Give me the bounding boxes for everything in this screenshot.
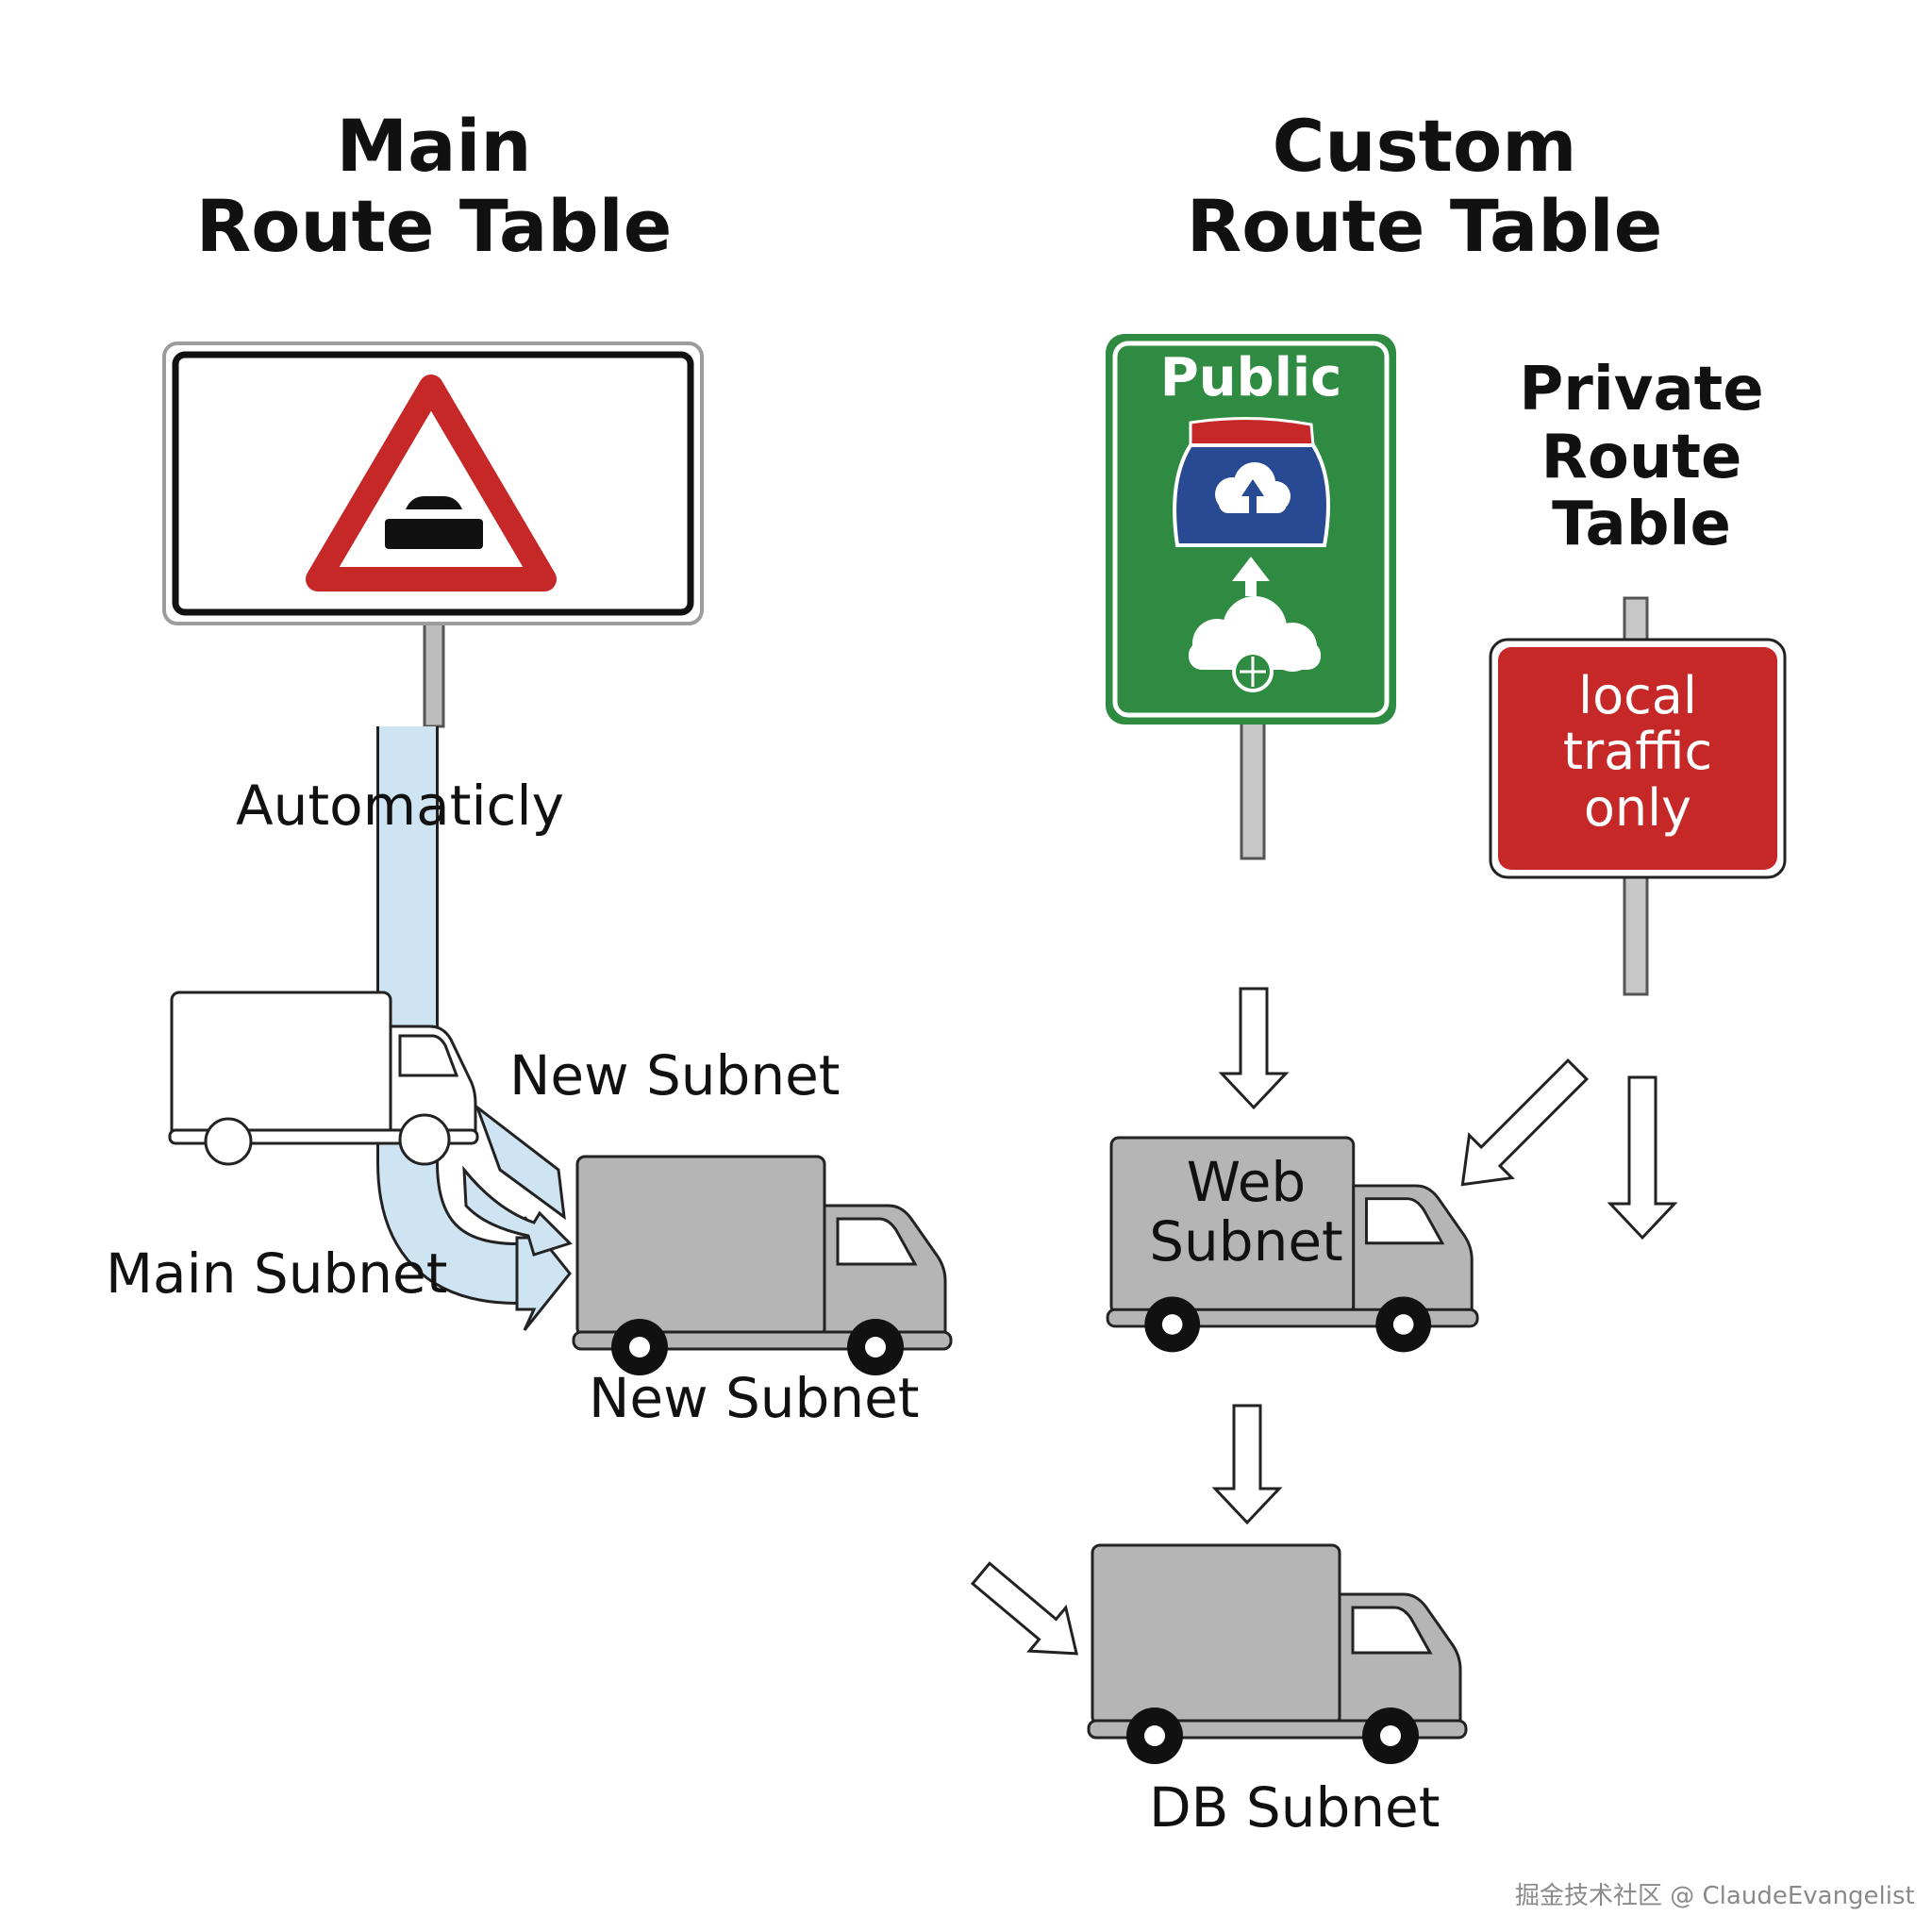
watermark: 掘金技术社区 @ ClaudeEvangelist <box>1515 1882 1915 1910</box>
custom-route-table-title: Custom Route Table <box>1186 104 1663 269</box>
interstate-shield-icon <box>1173 416 1330 547</box>
web-subnet-label: Web Subnet <box>1149 1150 1343 1274</box>
main-subnet-truck <box>168 991 479 1166</box>
arrow-down-web-to-db <box>1211 1404 1283 1525</box>
main-subnet-label: Main Subnet <box>106 1241 448 1306</box>
main-route-sign <box>162 341 704 728</box>
warning-triangle-car-icon <box>306 375 557 591</box>
arrow-diagonal-to-db <box>970 1561 1079 1656</box>
cloud-upload-icon <box>1215 462 1291 528</box>
automatic-flow-band <box>376 726 573 1331</box>
private-route-sign <box>1489 596 1787 996</box>
arrow-diagonal-private-to-web <box>1460 1058 1590 1187</box>
db-subnet-truck <box>1087 1543 1468 1766</box>
public-sign-text: Public <box>1159 347 1342 408</box>
db-subnet-label: DB Subnet <box>1149 1775 1441 1840</box>
private-sign-text: local traffic only <box>1562 666 1713 838</box>
main-route-table-title: Main Route Table <box>195 104 673 269</box>
new-subnet-label-lower: New Subnet <box>589 1366 920 1430</box>
new-subnet-label-upper: New Subnet <box>509 1043 841 1108</box>
private-route-table-title: Private Route Table <box>1519 355 1764 560</box>
public-route-sign <box>1106 334 1396 860</box>
arrow-down-private <box>1607 1075 1678 1241</box>
cloud-globe-icon <box>1189 596 1321 692</box>
automatically-label: Automaticly <box>236 774 564 838</box>
new-subnet-truck <box>572 1155 953 1377</box>
arrow-down-public-to-web <box>1218 987 1290 1110</box>
